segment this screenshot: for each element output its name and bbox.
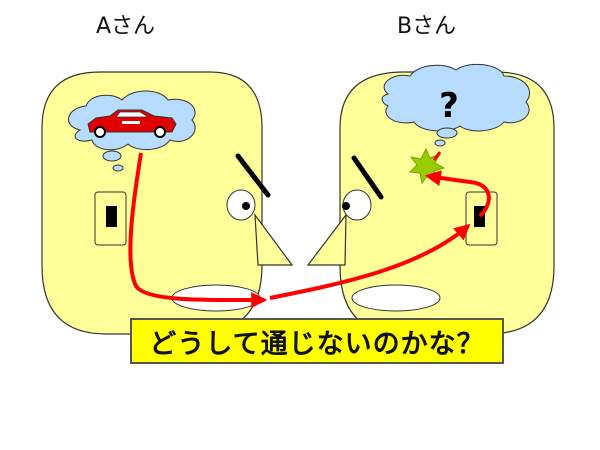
person-a-eye [226,189,256,221]
arrow-a-to-mouth [128,152,268,309]
person-b-ear [465,191,498,246]
thought-cloud-b [381,63,531,132]
caption-box: どうして通じないのかな？ [130,318,504,364]
caption-text: どうして通じないのかな？ [149,328,485,360]
thought-dot-a-large [102,150,122,162]
person-b-pupil [342,202,350,210]
thought-bubble-b: ? [381,63,531,147]
communication-path [128,151,491,309]
thought-dot-a-small [112,164,124,172]
arrow-mouth-to-ear [269,223,471,300]
link-spark-to-thought [432,151,442,161]
red-car-icon [87,109,177,138]
arrow-ear-to-brain [424,170,491,218]
person-b-nose [306,213,347,266]
person-b-label: Bさん [397,14,457,39]
person-a-pupil [242,202,250,210]
thought-dot-b-small [434,139,446,147]
thought-bubble-a [68,90,196,172]
person-a-label: Aさん [96,14,156,39]
person-b-eyebrow [351,155,384,200]
person-a-eyebrow [235,153,271,198]
person-b-mouth [351,284,441,312]
thought-dot-b-large [436,127,458,139]
person-a-ear [94,191,127,246]
question-mark: ? [439,86,459,126]
person-a-nose [254,213,294,266]
